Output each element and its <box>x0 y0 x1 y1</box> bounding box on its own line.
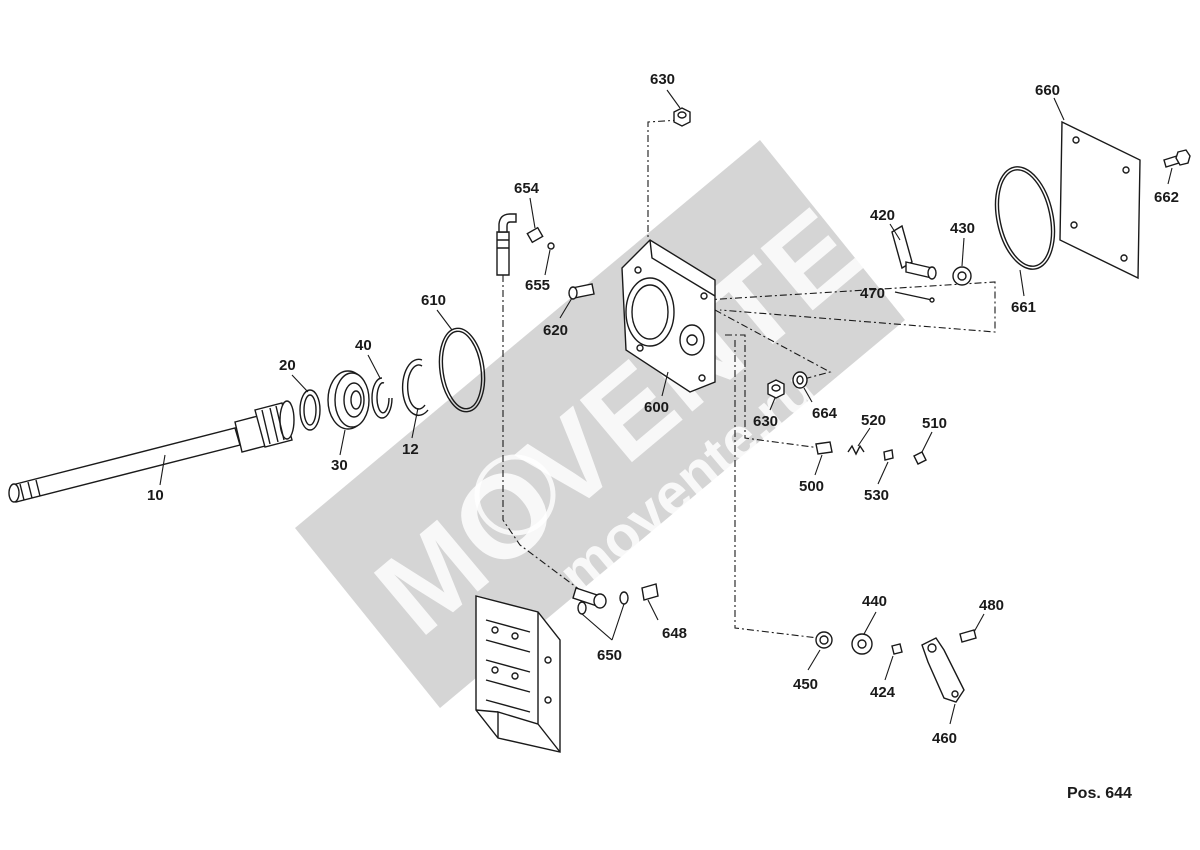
callout-530: 530 <box>864 487 889 504</box>
part-600-housing <box>621 239 716 393</box>
callout-654: 654 <box>514 180 540 197</box>
callout-460: 460 <box>932 730 957 747</box>
callout-424: 424 <box>870 684 896 701</box>
callout-664: 664 <box>812 405 838 422</box>
part-630-lower-nut <box>767 379 785 399</box>
callout-510: 510 <box>922 415 947 432</box>
part-470-pin <box>894 291 935 303</box>
part-20-snap-ring <box>299 389 321 431</box>
part-440-washer <box>851 633 873 655</box>
callout-655: 655 <box>525 277 550 294</box>
callout-450: 450 <box>793 676 818 693</box>
part-12-retaining-ring <box>401 358 429 417</box>
part-424-bushing <box>891 643 903 655</box>
callout-470: 470 <box>860 285 885 302</box>
assembly-lines <box>502 119 996 639</box>
callout-20: 20 <box>279 357 296 374</box>
callout-662: 662 <box>1154 189 1179 206</box>
callout-650: 650 <box>597 647 622 664</box>
callout-661: 661 <box>1011 299 1036 316</box>
part-648-plug <box>641 583 659 601</box>
part-pipe-fitting <box>496 213 555 276</box>
part-630-top-nut <box>673 107 691 127</box>
part-420-lever-shaft <box>891 224 937 280</box>
callout-600: 600 <box>644 399 669 416</box>
callout-440: 440 <box>862 593 887 610</box>
part-480-screw <box>959 629 977 643</box>
callout-40: 40 <box>355 337 372 354</box>
part-662-bolt <box>1163 149 1191 168</box>
callout-630-top: 630 <box>650 71 675 88</box>
part-valve-block <box>475 595 561 753</box>
watermark-band <box>295 140 905 708</box>
part-30-bearing <box>327 370 370 430</box>
callout-648: 648 <box>662 625 687 642</box>
callout-12: 12 <box>402 441 419 458</box>
callout-420: 420 <box>870 207 895 224</box>
part-650-banjo-bolt <box>572 587 629 615</box>
part-510-screw <box>913 451 927 465</box>
position-caption: Pos. 644 <box>1067 785 1132 802</box>
part-620-stud <box>568 283 595 300</box>
part-40-circlip <box>371 377 393 419</box>
part-660-cover-plate <box>1059 120 1141 280</box>
callout-610: 610 <box>421 292 446 309</box>
part-460-lever <box>921 637 965 703</box>
callout-660: 660 <box>1035 82 1060 99</box>
part-661-gasket <box>994 166 1056 270</box>
part-664-washer <box>792 371 808 389</box>
callout-480: 480 <box>979 597 1004 614</box>
leader-lines <box>159 89 1173 725</box>
part-430-washer <box>952 266 972 286</box>
watermark: MOVENTE movente.ru <box>295 140 905 708</box>
part-520-spring <box>847 444 865 456</box>
callout-30: 30 <box>331 457 348 474</box>
callout-430: 430 <box>950 220 975 237</box>
part-610-o-ring <box>438 327 486 413</box>
part-530-ball <box>883 449 894 461</box>
callout-520: 520 <box>861 412 886 429</box>
watermark-logo-ring <box>474 454 556 536</box>
part-10-input-shaft <box>8 400 295 503</box>
callout-10: 10 <box>147 487 164 504</box>
part-450-nut <box>815 631 833 649</box>
callouts: 10 20 30 40 12 610 654 655 620 630 600 6… <box>147 71 1179 747</box>
callout-500: 500 <box>799 478 824 495</box>
callout-630-lower: 630 <box>753 413 778 430</box>
callout-620: 620 <box>543 322 568 339</box>
part-500-plug <box>815 441 833 455</box>
